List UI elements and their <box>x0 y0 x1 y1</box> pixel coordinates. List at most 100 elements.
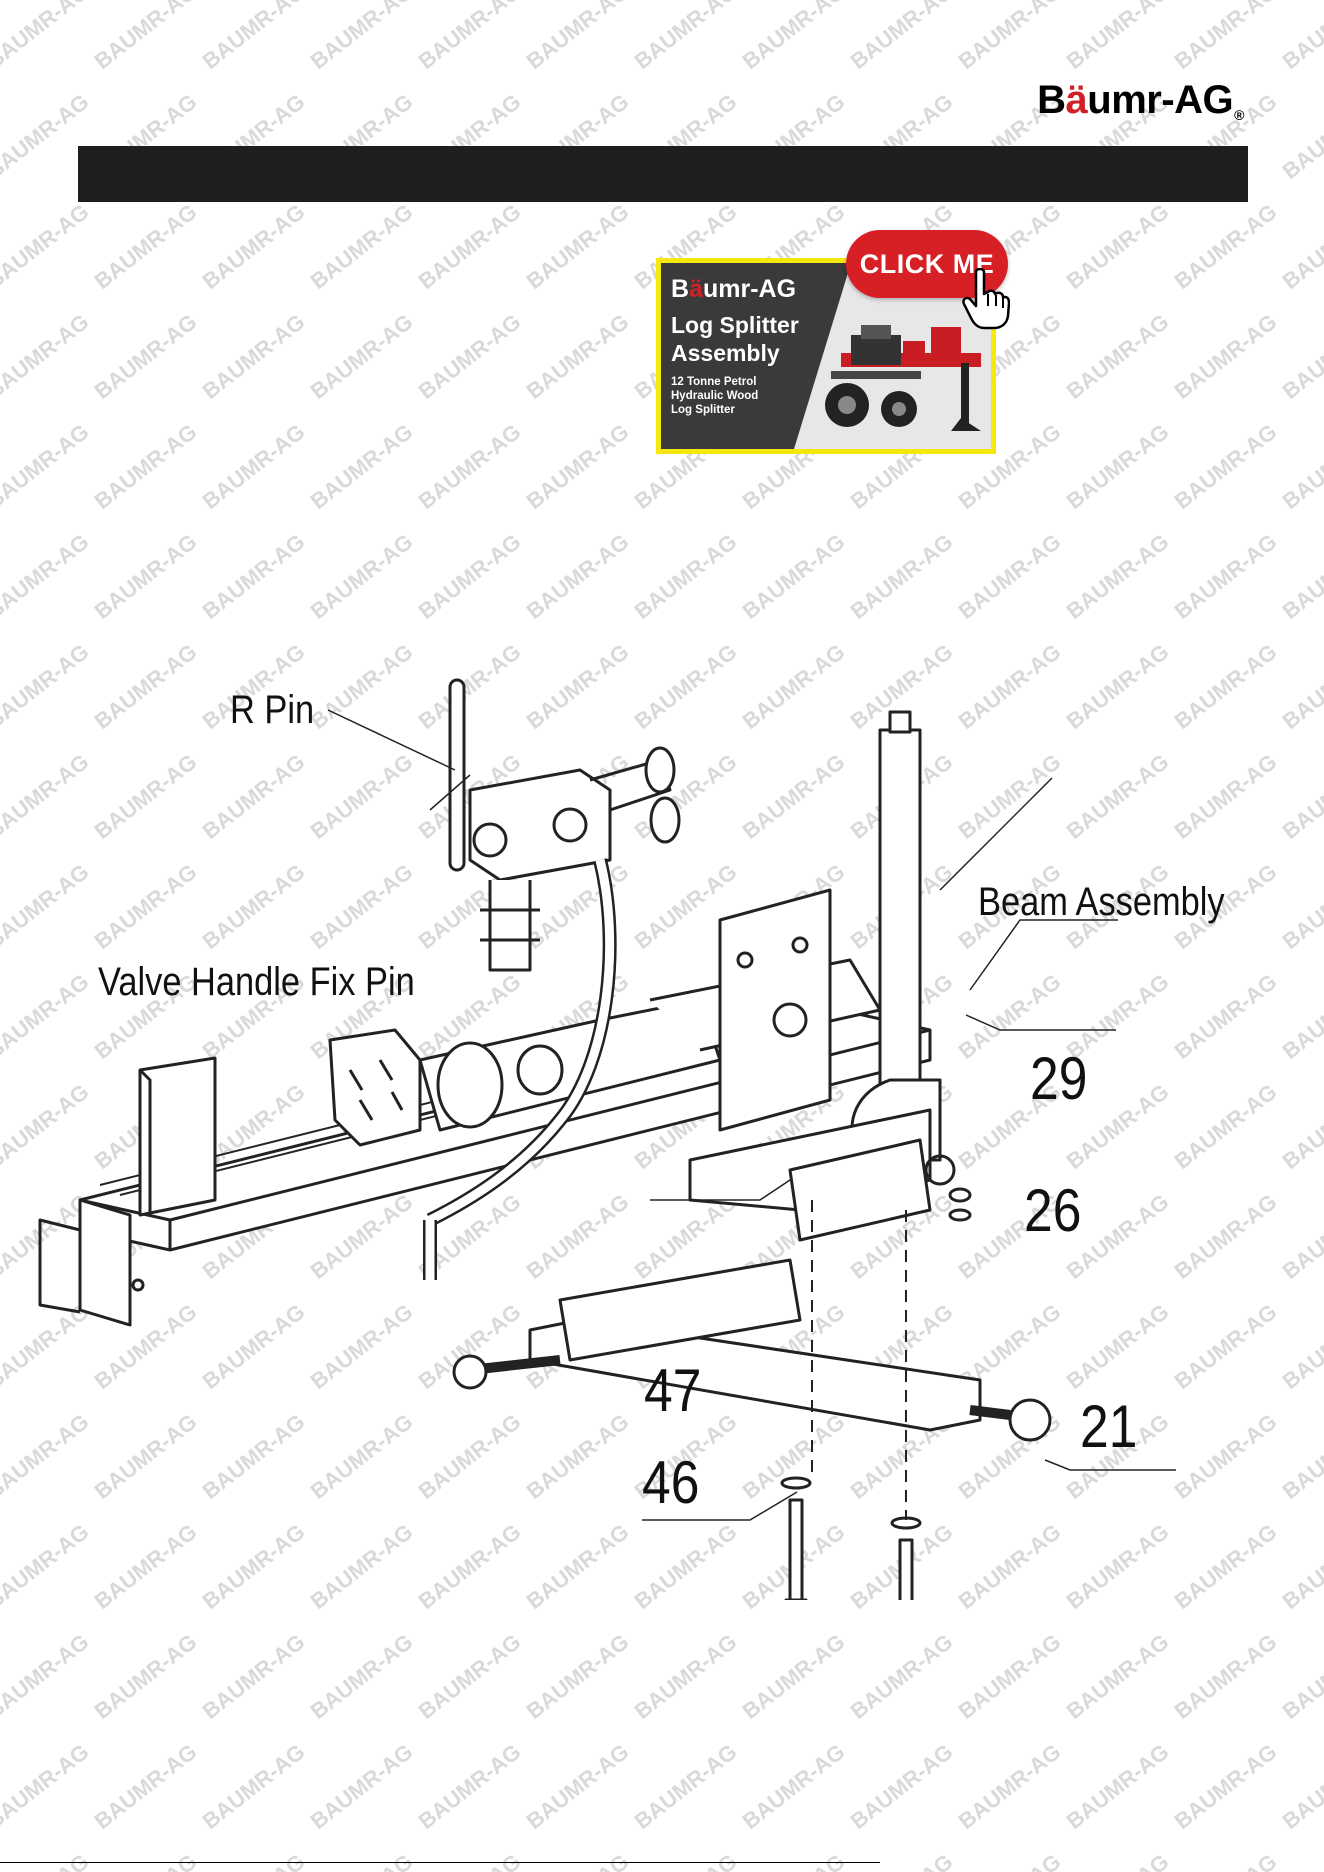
watermark-text: BAUMR-AG <box>1062 529 1174 624</box>
push-plate <box>328 1028 422 1147</box>
watermark-text: BAUMR-AG <box>0 0 93 74</box>
watermark-text: BAUMR-AG <box>414 1739 526 1834</box>
watermark-text: BAUMR-AG <box>306 199 418 294</box>
watermark-text: BAUMR-AG <box>0 1629 93 1724</box>
watermark-text: BAUMR-AG <box>198 1849 310 1872</box>
watermark-text: BAUMR-AG <box>1062 1849 1174 1872</box>
watermark-text: BAUMR-AG <box>522 1849 634 1872</box>
watermark-text: BAUMR-AG <box>954 1849 1066 1872</box>
watermark-text: BAUMR-AG <box>1278 529 1324 624</box>
watermark-text: BAUMR-AG <box>954 1629 1066 1724</box>
watermark-text: BAUMR-AG <box>0 419 93 514</box>
label-part-26: 26 <box>1024 1177 1082 1244</box>
promo-title: Log Splitter Assembly <box>671 312 799 366</box>
watermark-text: BAUMR-AG <box>198 309 310 404</box>
watermark-text: BAUMR-AG <box>738 1739 850 1834</box>
watermark-text: BAUMR-AG <box>414 529 526 624</box>
assembly-drawing <box>38 678 1176 1600</box>
watermark-text: BAUMR-AG <box>198 419 310 514</box>
watermark-text: BAUMR-AG <box>0 1849 93 1872</box>
watermark-text: BAUMR-AG <box>414 1849 526 1872</box>
watermark-text: BAUMR-AG <box>1278 0 1324 74</box>
watermark-text: BAUMR-AG <box>414 0 526 74</box>
watermark-text: BAUMR-AG <box>90 199 202 294</box>
beam-end-cap <box>78 1198 132 1327</box>
watermark-text: BAUMR-AG <box>1278 1849 1324 1872</box>
header-bar <box>78 146 1248 202</box>
label-beam-assembly: Beam Assembly <box>978 880 1225 924</box>
watermark-text: BAUMR-AG <box>306 1739 418 1834</box>
watermark-text: BAUMR-AG <box>306 309 418 404</box>
watermark-text: BAUMR-AG <box>414 199 526 294</box>
watermark-text: BAUMR-AG <box>1062 419 1174 514</box>
watermark-text: BAUMR-AG <box>414 309 526 404</box>
watermark-text: BAUMR-AG <box>630 1739 742 1834</box>
watermark-text: BAUMR-AG <box>306 529 418 624</box>
watermark-text: BAUMR-AG <box>522 529 634 624</box>
watermark-text: BAUMR-AG <box>1170 1629 1282 1724</box>
watermark-text: BAUMR-AG <box>306 0 418 74</box>
watermark-text: BAUMR-AG <box>846 1739 958 1834</box>
watermark-text: BAUMR-AG <box>630 1629 742 1724</box>
watermark-text: BAUMR-AG <box>198 199 310 294</box>
watermark-text: BAUMR-AG <box>522 199 634 294</box>
watermark-text: BAUMR-AG <box>1170 529 1282 624</box>
watermark-text: BAUMR-AG <box>90 1629 202 1724</box>
watermark-text: BAUMR-AG <box>522 1739 634 1834</box>
bolt-right <box>890 1516 922 1600</box>
watermark-text: BAUMR-AG <box>0 529 93 624</box>
watermark-text: BAUMR-AG <box>1278 89 1324 184</box>
watermark-text: BAUMR-AG <box>846 1849 958 1872</box>
watermark-text: BAUMR-AG <box>90 419 202 514</box>
watermark-text: BAUMR-AG <box>522 309 634 404</box>
watermark-text: BAUMR-AG <box>414 1629 526 1724</box>
watermark-text: BAUMR-AG <box>198 1739 310 1834</box>
watermark-text: BAUMR-AG <box>522 419 634 514</box>
watermark-text: BAUMR-AG <box>1170 309 1282 404</box>
label-valve-handle-fix-pin: Valve Handle Fix Pin <box>98 960 415 1004</box>
watermark-text: BAUMR-AG <box>522 0 634 74</box>
watermark-text: BAUMR-AG <box>1278 419 1324 514</box>
watermark-text: BAUMR-AG <box>1278 309 1324 404</box>
watermark-text: BAUMR-AG <box>954 0 1066 74</box>
watermark-text: BAUMR-AG <box>1062 1739 1174 1834</box>
watermark-text: BAUMR-AG <box>90 1739 202 1834</box>
watermark-text: BAUMR-AG <box>1170 1849 1282 1872</box>
promo-subtitle: 12 Tonne Petrol Hydraulic Wood Log Split… <box>671 376 759 416</box>
watermark-text: BAUMR-AG <box>306 419 418 514</box>
watermark-text: BAUMR-AG <box>630 0 742 74</box>
valve-handle <box>448 678 466 872</box>
pointing-hand-icon <box>962 268 1010 330</box>
watermark-text: BAUMR-AG <box>198 529 310 624</box>
watermark-text: BAUMR-AG <box>90 309 202 404</box>
watermark-text: BAUMR-AG <box>198 1629 310 1724</box>
watermark-text: BAUMR-AG <box>846 529 958 624</box>
watermark-text: BAUMR-AG <box>0 199 93 294</box>
label-r-pin: R Pin <box>230 688 315 732</box>
watermark-text: BAUMR-AG <box>90 529 202 624</box>
watermark-text: BAUMR-AG <box>738 529 850 624</box>
watermark-text: BAUMR-AG <box>630 1849 742 1872</box>
watermark-text: BAUMR-AG <box>1170 199 1282 294</box>
watermark-text: BAUMR-AG <box>1170 419 1282 514</box>
watermark-text: BAUMR-AG <box>1170 0 1282 74</box>
watermark-text: BAUMR-AG <box>90 1849 202 1872</box>
watermark-text: BAUMR-AG <box>306 1849 418 1872</box>
watermark-text: BAUMR-AG <box>738 0 850 74</box>
watermark-text: BAUMR-AG <box>846 1629 958 1724</box>
promo-banner[interactable]: Bäumr-AG Log Splitter Assembly 12 Tonne … <box>656 258 996 454</box>
brand-logo: Bäumr-AG® <box>1037 78 1244 123</box>
watermark-text: BAUMR-AG <box>1278 199 1324 294</box>
watermark-text: BAUMR-AG <box>0 309 93 404</box>
promo-brand: Bäumr-AG <box>671 275 797 303</box>
label-part-46: 46 <box>642 1449 700 1516</box>
watermark-text: BAUMR-AG <box>1278 1739 1324 1834</box>
footer-rule <box>0 1862 880 1863</box>
watermark-text: BAUMR-AG <box>1062 0 1174 74</box>
watermark-text: BAUMR-AG <box>198 0 310 74</box>
watermark-text: BAUMR-AG <box>1278 1629 1324 1724</box>
beam-tower <box>878 728 922 1092</box>
watermark-text: BAUMR-AG <box>738 1629 850 1724</box>
watermark-text: BAUMR-AG <box>630 529 742 624</box>
bolt-left <box>780 1476 812 1600</box>
